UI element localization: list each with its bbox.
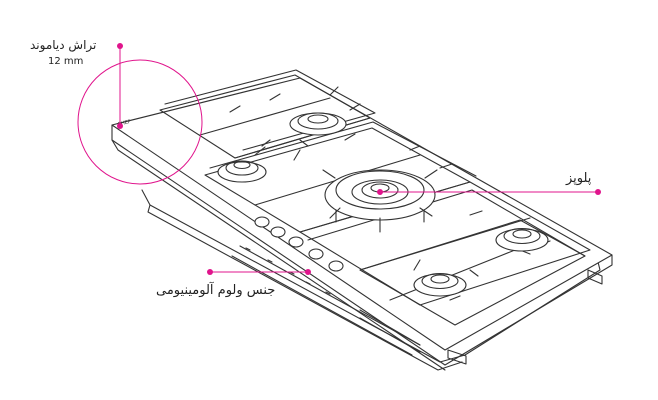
control-strip xyxy=(239,245,421,346)
cooktop-body xyxy=(141,189,601,363)
callout-diamond-size: 12 mm xyxy=(48,56,84,67)
callout-burner: پلوپز xyxy=(566,171,592,186)
brand-logo: CHEF xyxy=(117,119,131,128)
knob-symbols xyxy=(245,247,331,295)
burner-right xyxy=(495,227,549,252)
callout-material: جنس ولوم آلومینیومی xyxy=(156,283,276,298)
burner-left xyxy=(217,160,267,183)
knob xyxy=(254,216,344,272)
burner-back xyxy=(289,112,347,136)
body-lower-edge xyxy=(147,204,463,371)
foot-front xyxy=(447,349,467,365)
detail-callout-circle xyxy=(77,59,203,185)
callout-diamond-cut: تراش دیاموند xyxy=(30,38,97,52)
glass-front-thickness xyxy=(111,139,446,371)
glass-front-edge xyxy=(111,124,613,366)
foot-right xyxy=(587,269,603,285)
burner-front xyxy=(413,272,467,297)
